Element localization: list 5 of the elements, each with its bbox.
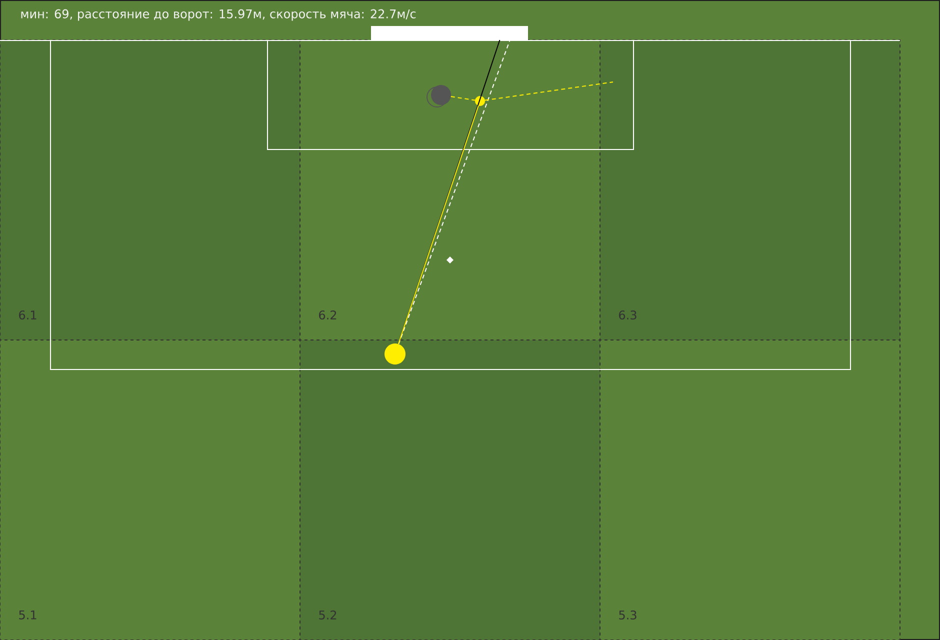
goal — [371, 26, 528, 40]
title: мин: 69, расстояние до ворот: 15.97м, скорость мяча: 22.7м/с — [21, 9, 416, 21]
pitch-zone: 5.2 — [300, 340, 600, 640]
pitch-zone: 5.3 — [600, 340, 900, 640]
pitch-zone: 5.1 — [0, 340, 300, 640]
